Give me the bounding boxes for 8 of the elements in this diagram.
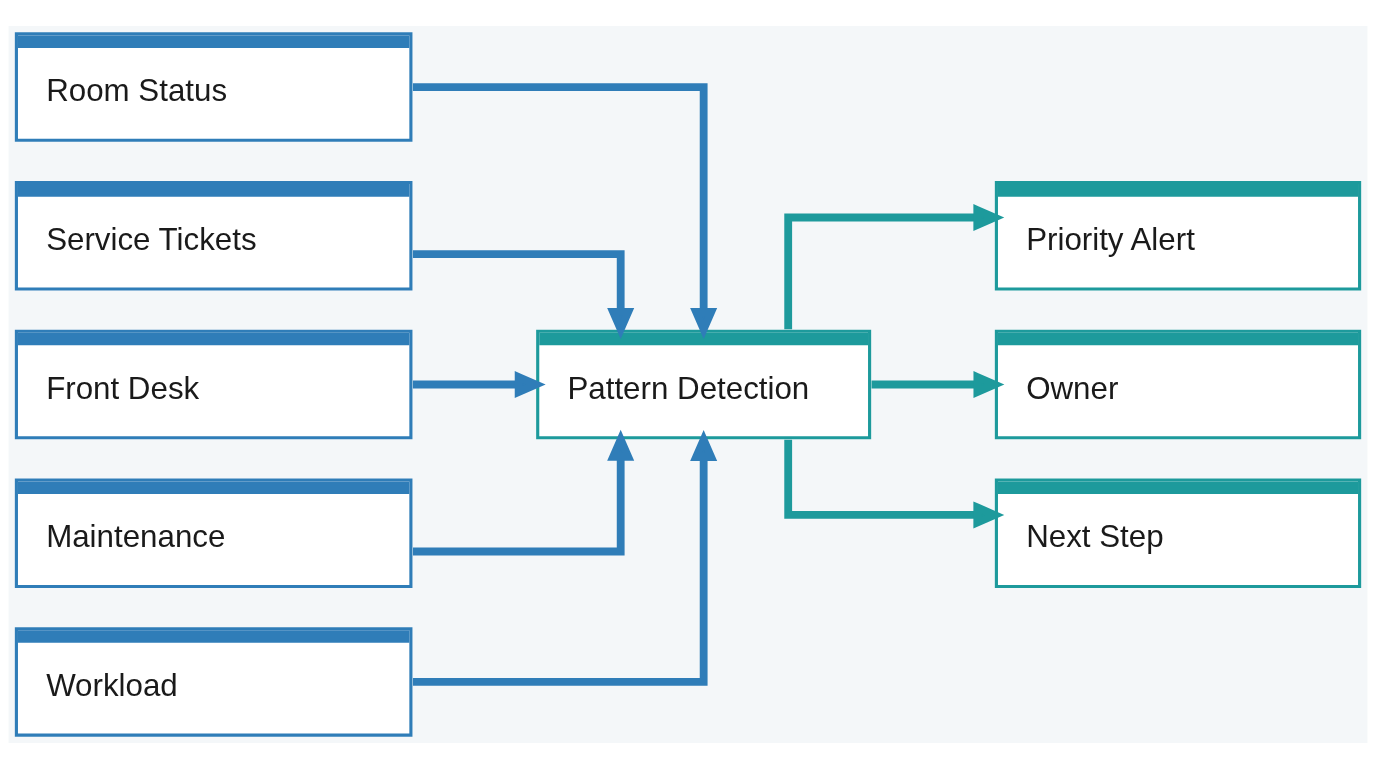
arrow xyxy=(412,82,718,339)
arrow xyxy=(412,429,718,686)
arrow xyxy=(784,203,1005,329)
arrow xyxy=(784,439,1005,528)
arrow xyxy=(413,249,635,339)
arrow xyxy=(871,370,1005,398)
arrow xyxy=(413,429,635,555)
arrow xyxy=(412,370,546,398)
